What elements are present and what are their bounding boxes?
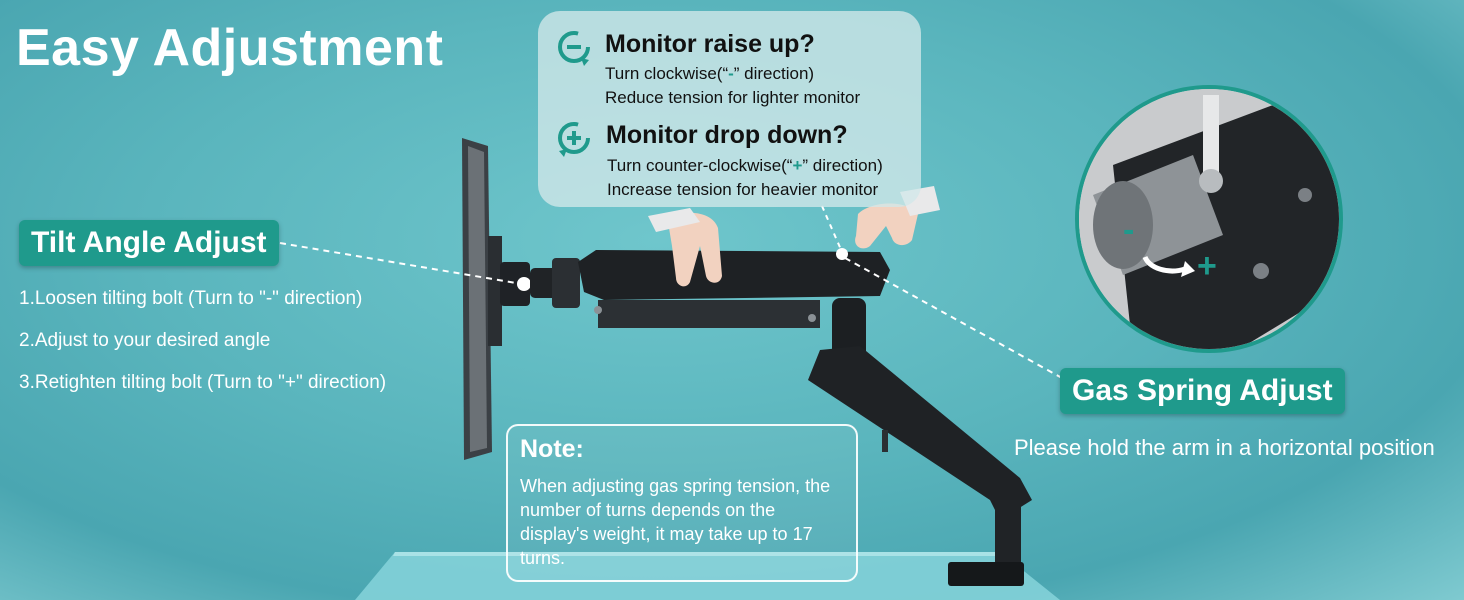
tilt-step-3: 3.Retighten tilting bolt (Turn to "+" di…	[19, 372, 387, 393]
tilt-joint	[530, 258, 580, 308]
plus-symbol: +	[792, 156, 803, 175]
hand-icon-left	[648, 208, 722, 287]
minus-symbol: -	[728, 64, 734, 83]
drop-down-direction: Turn counter-clockwise(“+” direction)	[607, 156, 883, 175]
monitor-side-view	[462, 138, 531, 460]
desk-surface	[355, 552, 1060, 600]
rotate-plus-icon	[558, 122, 590, 157]
raise-up-heading: Monitor raise up?	[605, 30, 815, 58]
panel-pointer-line	[821, 205, 843, 253]
detail-plus-label: +	[1197, 247, 1217, 285]
tilt-angle-adjust-label: Tilt Angle Adjust	[19, 220, 279, 266]
note-body: When adjusting gas spring tension, the n…	[520, 476, 831, 568]
raise-up-direction: Turn clockwise(“-” direction)	[605, 64, 815, 83]
tilt-step-2: 2.Adjust to your desired angle	[19, 330, 271, 351]
gas-spring-instruction: Please hold the arm in a horizontal posi…	[1014, 435, 1435, 460]
raise-up-tension-note: Reduce tension for lighter monitor	[605, 88, 861, 107]
rotate-minus-icon	[558, 31, 590, 66]
note-box	[506, 424, 858, 582]
gas-spring-detail-circle: - +	[1075, 85, 1343, 353]
rotate-arrow-icon	[1142, 255, 1186, 274]
gas-pointer-line	[844, 257, 1063, 379]
detail-minus-label: -	[1123, 211, 1134, 249]
tilt-step-1: 1.Loosen tilting bolt (Turn to "-" direc…	[19, 288, 363, 309]
drop-down-tension-note: Increase tension for heavier monitor	[607, 180, 879, 199]
drop-down-heading: Monitor drop down?	[606, 121, 848, 149]
upper-arm	[578, 248, 890, 328]
lower-arm	[808, 298, 1032, 586]
note-heading: Note:	[520, 435, 584, 463]
tension-info-panel	[538, 11, 921, 207]
tilt-pointer-line	[279, 242, 523, 285]
gas-spring-adjust-label: Gas Spring Adjust	[1060, 368, 1345, 414]
page-title: Easy Adjustment	[16, 19, 444, 77]
